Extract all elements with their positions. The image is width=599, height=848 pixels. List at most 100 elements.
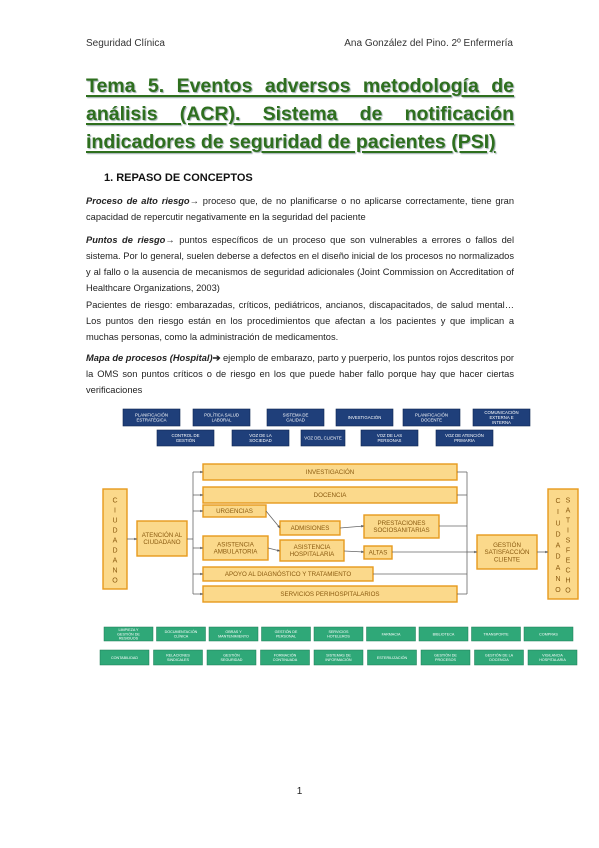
side-ciudadano-letter: C	[112, 498, 117, 505]
support-box	[418, 626, 469, 642]
side-ciudadano-letter: O	[112, 578, 118, 585]
support-box-label: COMPRAS	[539, 632, 558, 636]
support-box	[527, 649, 578, 666]
support-box	[153, 649, 203, 666]
side-ciudadano-satisfecho-letter: A	[566, 508, 571, 515]
side-ciudadano-satisfecho-letter: E	[566, 558, 571, 565]
flow-arrow	[265, 510, 281, 529]
paragraph-process-map: Mapa de procesos (Hospital)➔ ejemplo de …	[86, 350, 514, 398]
apoyo-box-label: APOYO AL DIAGNÓSTICO Y TRATAMIENTO	[225, 571, 351, 578]
urgencias-box-label: URGENCIAS	[216, 508, 253, 515]
support-box	[474, 649, 524, 666]
strategic-box	[472, 408, 531, 427]
strategic-box	[231, 429, 290, 447]
paragraph-risk-points: Puntos de riesgo→ puntos específicos de …	[86, 232, 514, 296]
strategic-box-label: VOZ DEL CLIENTE	[304, 436, 342, 441]
support-box-label: ESTERILIZACIÓN	[377, 655, 408, 660]
arrow-head	[200, 493, 203, 497]
support-box	[313, 649, 364, 666]
side-ciudadano-satisfecho-letter: T	[566, 518, 571, 525]
term-process-map: Mapa de procesos (Hospital)	[86, 353, 213, 363]
altas-box-label: ALTAS	[369, 550, 388, 557]
admisiones-box-label: ADMISIONES	[291, 525, 330, 532]
strategic-box-label: INVESTIGACIÓN	[348, 415, 382, 420]
side-ciudadano-satisfecho-letter: S	[566, 498, 571, 505]
side-ciudadano-letter: D	[112, 528, 117, 535]
support-box-label: BIBLIOTECA	[433, 632, 455, 636]
side-ciudadano-satisfecho-letter: D	[555, 554, 560, 561]
side-ciudadano-satisfecho-letter: A	[556, 543, 561, 550]
support-box	[261, 626, 311, 642]
side-ciudadano-satisfecho-letter: U	[555, 520, 560, 527]
strategic-box	[335, 408, 394, 427]
arrow-head	[134, 537, 137, 541]
arrow-head	[361, 550, 364, 554]
altas-box	[363, 545, 393, 560]
side-ciudadano-satisfecho-letter: I	[557, 509, 559, 516]
strategic-box	[156, 429, 215, 447]
arrow-icon: ➔	[212, 353, 221, 363]
section-heading: 1. REPASO DE CONCEPTOS	[104, 172, 253, 184]
side-ciudadano-satisfecho-letter: F	[566, 548, 570, 555]
support-box	[313, 626, 364, 642]
side-ciudadano-letter: U	[112, 518, 117, 525]
support-box-label: TRANSPORTE	[483, 632, 509, 636]
side-ciudadano-satisfecho-letter: H	[565, 578, 570, 585]
arrow-head	[277, 549, 280, 552]
support-box	[103, 626, 154, 642]
side-ciudadano-letter: D	[112, 548, 117, 555]
strategic-box	[435, 429, 494, 447]
support-box	[260, 649, 310, 666]
page-number: 1	[296, 786, 303, 797]
atencion-box	[136, 520, 188, 557]
paragraph-risk-patients: Pacientes de riesgo: embarazadas, crític…	[86, 300, 514, 342]
support-box	[366, 626, 416, 642]
support-box	[206, 649, 257, 666]
arrow-icon: →	[165, 235, 175, 245]
support-box-label: FARMACIA	[382, 632, 401, 636]
support-box	[367, 649, 417, 666]
arrow-head	[200, 572, 203, 576]
side-ciudadano-letter: N	[112, 568, 117, 575]
arrow-icon: →	[189, 196, 199, 206]
paragraph-high-risk-process: Proceso de alto riesgo→ proceso que, de …	[86, 193, 514, 225]
support-box	[208, 626, 259, 642]
definition-text: ejemplo de embarazo, parto y puerperio, …	[86, 353, 514, 395]
side-ciudadano-letter: A	[113, 558, 118, 565]
arrow-head	[200, 592, 203, 596]
arrow-head	[474, 550, 477, 554]
support-box	[156, 626, 206, 642]
side-ciudadano-satisfecho-letter: C	[555, 498, 560, 505]
side-ciudadano-letter: A	[113, 538, 118, 545]
header-right: Ana González del Pino. 2º Enfermería	[344, 38, 513, 49]
flow-arrow	[339, 525, 365, 529]
arrow-head	[200, 509, 203, 513]
flow-arrow	[343, 550, 365, 553]
investigacion-box-label: INVESTIGACIÓN	[306, 469, 354, 476]
definition-text: proceso que, de no planificarse o no apl…	[86, 196, 515, 222]
arrow-head	[277, 525, 280, 528]
strategic-box	[122, 408, 181, 427]
term-risk-points: Puntos de riesgo	[86, 235, 166, 245]
